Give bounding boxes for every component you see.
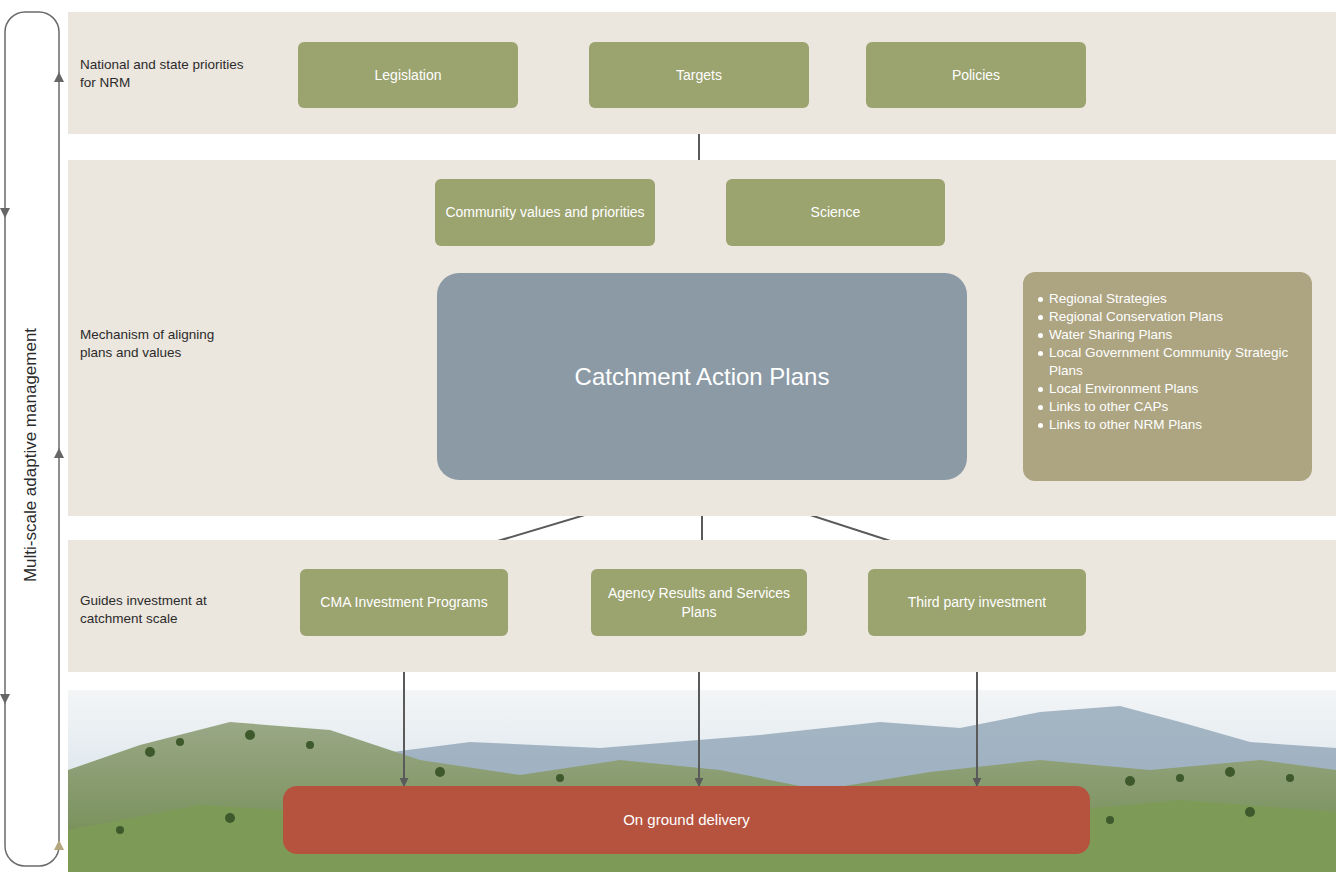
linked-plans-box: Regional StrategiesRegional Conservation… [1023, 272, 1312, 481]
box-text: Policies [952, 66, 1000, 84]
band-label: National and state priorities for NRM [80, 56, 250, 91]
linked-plan-item: Regional Conservation Plans [1037, 308, 1300, 326]
box-text: Agency Results and Services Plans [601, 584, 797, 620]
band-label: Mechanism of aligning plans and values [80, 326, 250, 361]
priority-box: Legislation [298, 42, 518, 108]
far-range [68, 706, 1336, 872]
priority-band: National and state priorities for NRM Leg… [68, 12, 1336, 134]
box-text: Legislation [375, 66, 442, 84]
box-text: Community values and priorities [445, 203, 644, 221]
linked-plan-item: Regional Strategies [1037, 290, 1300, 308]
side-bracket [5, 12, 59, 866]
box-text: Third party investment [908, 593, 1047, 611]
band-label: Guides investment at catchment scale [80, 592, 250, 627]
cycle-arrowheads [0, 72, 64, 850]
bullet-dot [1038, 387, 1043, 392]
bullet-dot [1038, 351, 1043, 356]
bullet-dot [1038, 405, 1043, 410]
box-text: Targets [676, 66, 722, 84]
investment-box: Third party investment [868, 569, 1086, 636]
linked-plan-item: Links to other NRM Plans [1037, 416, 1300, 434]
linked-plan-item: Water Sharing Plans [1037, 326, 1300, 344]
priority-box: Targets [589, 42, 809, 108]
bullet-dot [1038, 423, 1043, 428]
central-plan-box: Catchment Action Plans [437, 273, 967, 480]
delivery-box: On ground delivery [283, 786, 1090, 854]
box-text: Science [811, 203, 861, 221]
investment-box: Agency Results and Services Plans [591, 569, 807, 636]
sky [68, 690, 1336, 872]
bullet-dot [1038, 315, 1043, 320]
linked-plan-item: Local Environment Plans [1037, 380, 1300, 398]
investment-band: Guides investment at catchment scale CMA … [68, 540, 1336, 672]
bullet-dot [1038, 333, 1043, 338]
input-box: Science [726, 179, 945, 246]
investment-box: CMA Investment Programs [300, 569, 508, 636]
bullet-dot [1038, 297, 1043, 302]
input-box: Community values and priorities [435, 179, 655, 246]
box-text: On ground delivery [623, 810, 750, 830]
alignment-band: Mechanism of aligning plans and values Co… [68, 160, 1336, 516]
linked-plan-item: Links to other CAPs [1037, 398, 1300, 416]
box-text: Catchment Action Plans [575, 361, 830, 392]
priority-box: Policies [866, 42, 1086, 108]
box-text: CMA Investment Programs [320, 593, 487, 611]
mid-hills [68, 722, 1336, 872]
linked-plan-item: Local Government Community Strategic Pla… [1037, 344, 1300, 380]
side-label: Multi-scale adaptive management [21, 328, 41, 582]
